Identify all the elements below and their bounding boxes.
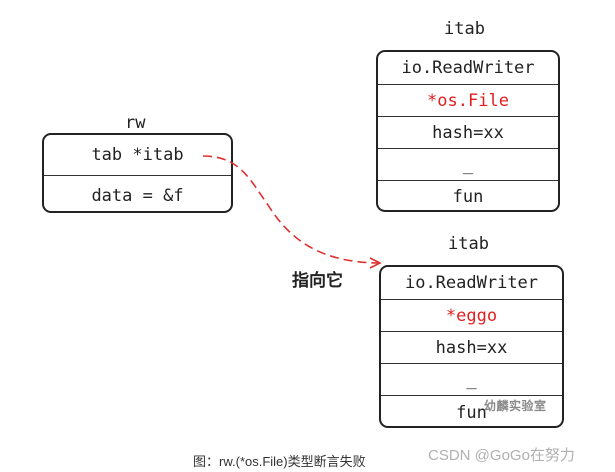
itab-top-underscore: _: [378, 148, 558, 180]
itab-bottom-hash: hash=xx: [381, 331, 562, 363]
itab-bottom-type: *eggo: [381, 299, 562, 331]
itab-bottom-box: io.ReadWriter *eggo hash=xx _ fun: [379, 265, 564, 428]
itab-top-title: itab: [444, 19, 485, 39]
itab-bottom-fun: fun: [381, 395, 562, 426]
itab-top-hash: hash=xx: [378, 116, 558, 148]
rw-data-field: data = &f: [44, 175, 231, 211]
csdn-credit: CSDN @GoGo在努力: [428, 447, 575, 464]
itab-bottom-underscore: _: [381, 363, 562, 395]
rw-box: tab *itab data = &f: [42, 133, 233, 213]
itab-top-box: io.ReadWriter *os.File hash=xx _ fun: [376, 50, 560, 212]
itab-bottom-inter: io.ReadWriter: [404, 273, 539, 293]
arrow-label: 指向它: [292, 271, 343, 290]
itab-top-fun: fun: [378, 180, 558, 210]
watermark: 幼麟实验室: [484, 399, 547, 413]
itab-top-inter: io.ReadWriter: [401, 58, 535, 78]
rw-title: rw: [125, 113, 146, 133]
itab-top-type: *os.File: [378, 84, 558, 116]
rw-tab-field: tab *itab: [91, 145, 184, 165]
itab-bottom-title: itab: [448, 234, 489, 254]
figure-caption: 图：rw.(*os.File)类型断言失败: [193, 454, 366, 469]
